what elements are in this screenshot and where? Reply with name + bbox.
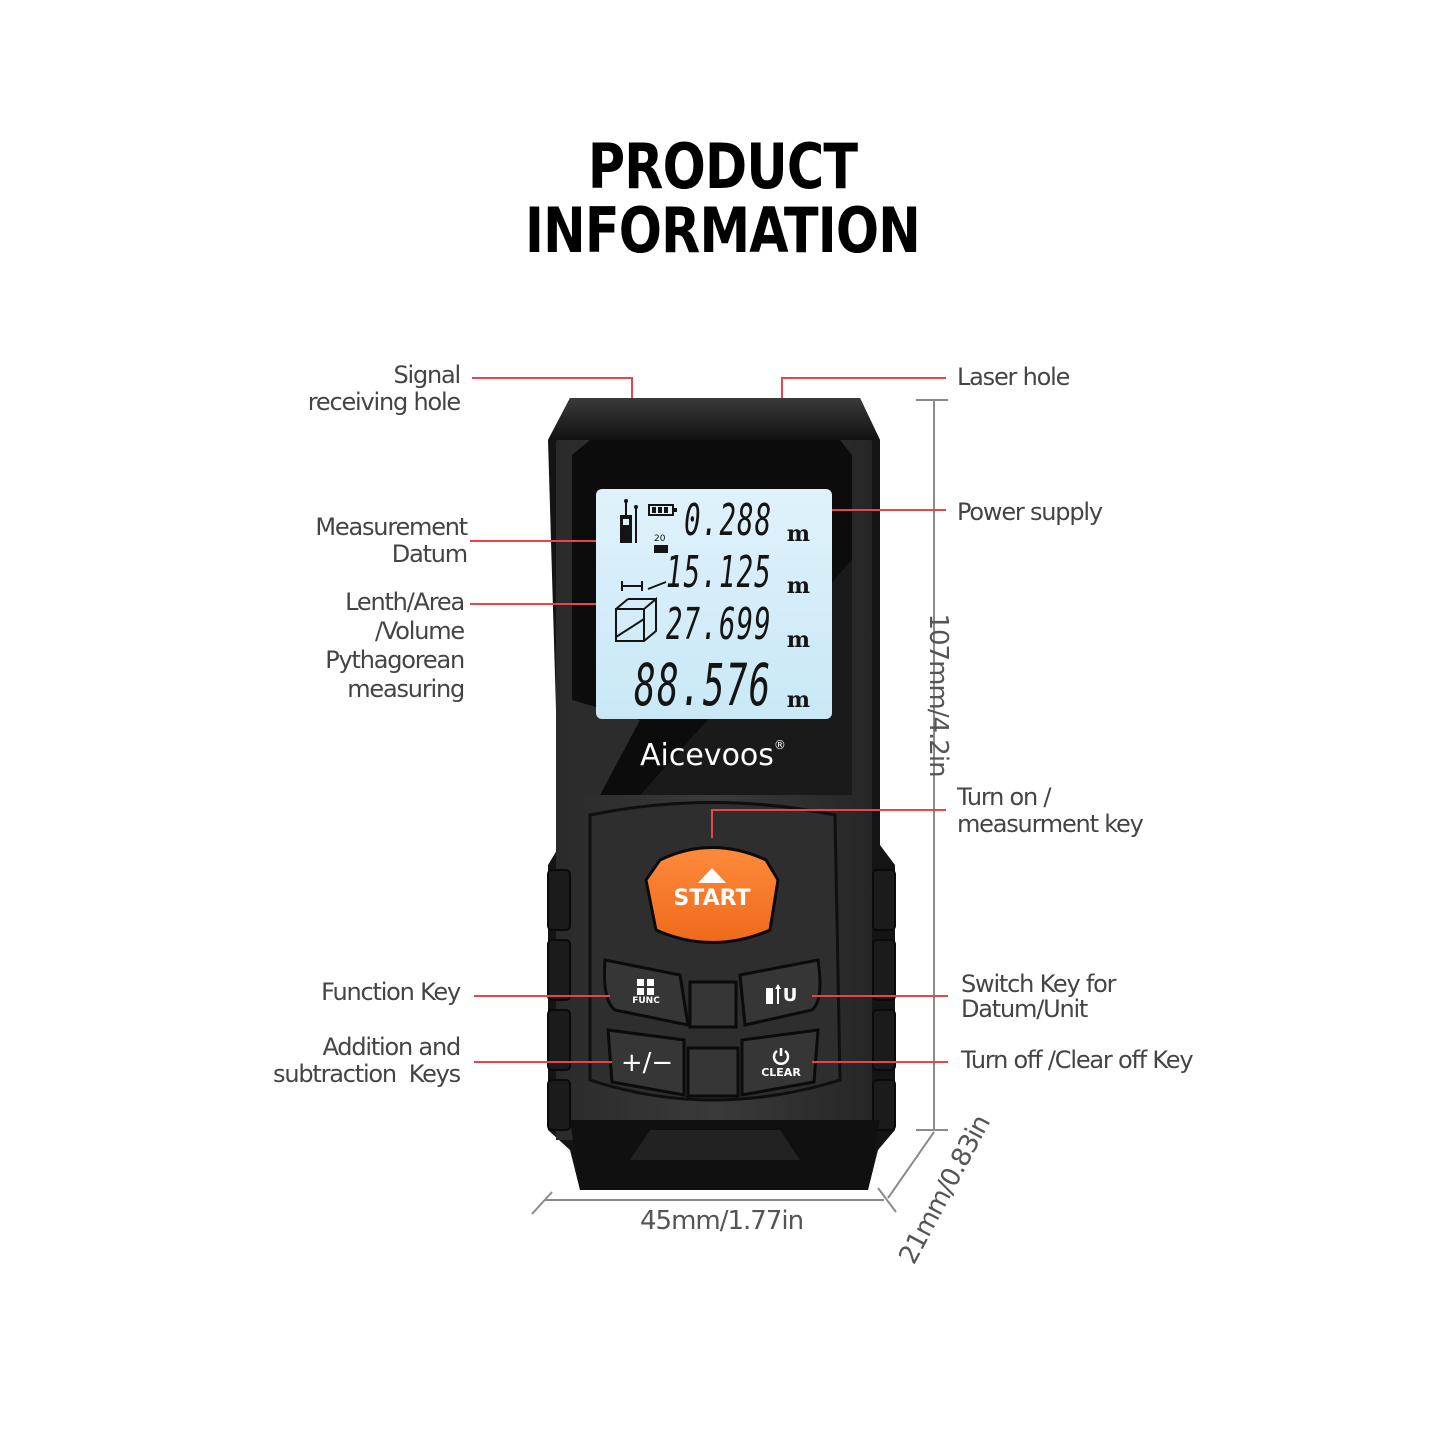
power-icon [772,1048,790,1065]
start-label: START [673,886,751,911]
lcd-display: 20 0.288 m 15.125 m 27.699 m 88.576 m [596,489,832,719]
registered-mark: ® [773,738,786,752]
battery-icon [648,504,677,516]
callout-laser-hole: Laser hole [957,363,1070,391]
datum-unit-button[interactable]: U [760,982,802,1006]
dimension-height: 107mm/4.2in [923,613,953,777]
display-row-4-unit: m [786,687,810,713]
display-row-3-unit: m [786,627,810,653]
title-line-1: PRODUCT [587,130,858,203]
plus-minus-button[interactable]: +/− [616,1048,678,1078]
display-row-2-unit: m [786,573,810,599]
clear-button[interactable]: CLEAR [752,1046,810,1079]
clear-label: CLEAR [761,1066,801,1079]
start-button[interactable]: START [660,886,764,911]
dimension-width: 45mm/1.77in [640,1206,804,1236]
display-row-1-unit: m [786,521,810,547]
display-row-4-value: 88.576 [634,651,772,719]
display-row-1-value: 0.288 [683,495,772,546]
function-button[interactable]: FUNC [620,978,672,1006]
start-key-shape [644,846,780,944]
area-volume-icon [615,597,657,642]
unit-label: U [782,985,798,1006]
callout-turn-on-measurement-key: Turn on /measurment key [957,783,1144,838]
length-icon [621,581,667,591]
laser-datum-icon [620,499,638,543]
datum-icon [765,984,781,1004]
callout-function-key: Function Key [321,978,461,1006]
brand-name: Aicevoos [640,738,774,773]
function-icon [637,979,654,995]
callout-power-supply: Power supply [957,498,1103,526]
display-row-2-value: 15.125 [666,547,772,598]
title-line-2: INFORMATION [525,194,921,267]
svg-text:20: 20 [654,534,666,544]
display-row-3-value: 27.699 [666,599,772,650]
callout-turn-off-clear-key: Turn off /Clear off Key [961,1046,1194,1074]
plus-minus-label: +/− [620,1048,674,1078]
timer-icon: 20 [654,534,668,553]
function-label: FUNC [632,996,660,1006]
brand-logo: Aicevoos® [640,738,786,773]
